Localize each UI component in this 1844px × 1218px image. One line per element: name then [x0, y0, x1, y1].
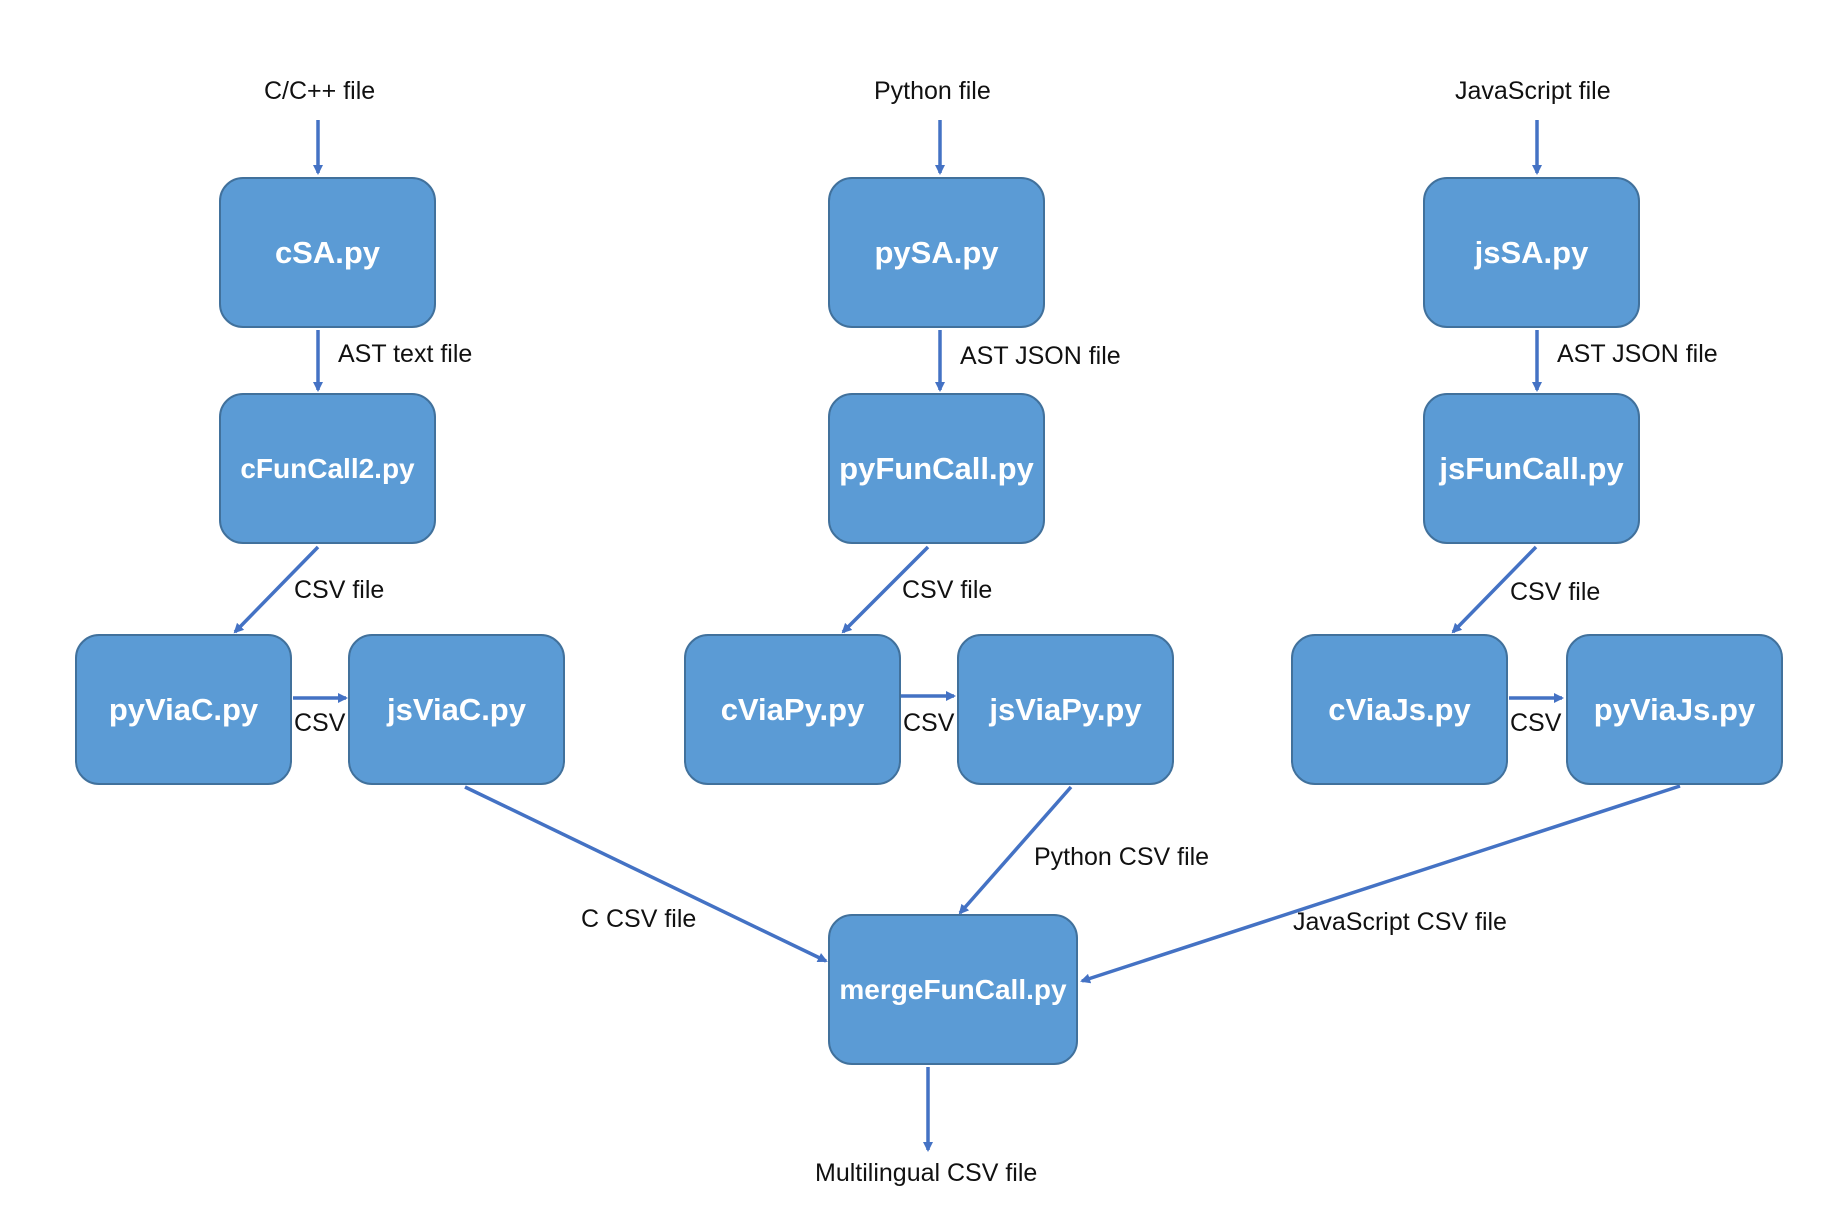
- edge-label-javascript-csv-file: JavaScript CSV file: [1293, 908, 1507, 936]
- jsviac-box: jsViaC.py: [348, 634, 565, 785]
- mergefuncall-label: mergeFunCall.py: [839, 973, 1067, 1005]
- pyviajs-label: pyViaJs.py: [1593, 691, 1756, 727]
- edge-label-csv-js: CSV: [1510, 709, 1562, 737]
- jsfuncall-label: jsFunCall.py: [1439, 450, 1624, 486]
- arrow-jsfuncall-cviajs: [1451, 545, 1538, 634]
- jsviapy-box: jsViaPy.py: [957, 634, 1174, 785]
- jssa-box: jsSA.py: [1423, 177, 1640, 328]
- jssa-label: jsSA.py: [1474, 234, 1589, 270]
- cviajs-box: cViaJs.py: [1291, 634, 1508, 785]
- edge-label-ast-json-py: AST JSON file: [960, 342, 1121, 370]
- edge-label-ast-text: AST text file: [338, 340, 473, 368]
- cfuncall2-box: cFunCall2.py: [219, 393, 436, 544]
- arrow-pyfuncall-cviapy: [841, 545, 930, 634]
- csa-label: cSA.py: [274, 234, 381, 270]
- input-label-javascript: JavaScript file: [1455, 77, 1611, 105]
- jsviapy-label: jsViaPy.py: [989, 691, 1142, 727]
- pyviac-box: pyViaC.py: [75, 634, 292, 785]
- arrow-pyviajs-merge: [1080, 784, 1681, 984]
- csa-box: cSA.py: [219, 177, 436, 328]
- pysa-label: pySA.py: [874, 234, 999, 270]
- pysa-box: pySA.py: [828, 177, 1045, 328]
- pyviajs-box: pyViaJs.py: [1566, 634, 1783, 785]
- pyviac-label: pyViaC.py: [108, 691, 259, 727]
- jsviac-label: jsViaC.py: [386, 691, 526, 727]
- output-label: Multilingual CSV file: [815, 1159, 1038, 1187]
- edge-label-csv-file-py: CSV file: [902, 576, 993, 604]
- edge-label-csv-file-js: CSV file: [1510, 578, 1601, 606]
- edge-label-csv-py: CSV: [903, 709, 955, 737]
- jsfuncall-box: jsFunCall.py: [1423, 393, 1640, 544]
- edge-label-ast-json-js: AST JSON file: [1557, 340, 1718, 368]
- edge-label-c-csv-file: C CSV file: [581, 905, 697, 933]
- cviajs-label: cViaJs.py: [1328, 691, 1471, 727]
- input-label-python: Python file: [874, 77, 991, 105]
- mergefuncall-box: mergeFunCall.py: [828, 914, 1078, 1065]
- arrow-jsviapy-merge: [958, 785, 1073, 915]
- cviapy-label: cViaPy.py: [720, 691, 865, 727]
- edge-label-csv-c: CSV: [294, 709, 346, 737]
- pyfuncall-label: pyFunCall.py: [839, 450, 1034, 486]
- input-label-c: C/C++ file: [264, 77, 376, 105]
- arrow-jsviac-merge: [464, 785, 828, 963]
- cfuncall2-label: cFunCall2.py: [240, 452, 415, 484]
- edge-label-csv-file-c: CSV file: [294, 576, 385, 604]
- pyfuncall-box: pyFunCall.py: [828, 393, 1045, 544]
- edge-label-python-csv-file: Python CSV file: [1034, 843, 1210, 871]
- arrow-cfuncall2-pyviac: [233, 545, 320, 634]
- cviapy-box: cViaPy.py: [684, 634, 901, 785]
